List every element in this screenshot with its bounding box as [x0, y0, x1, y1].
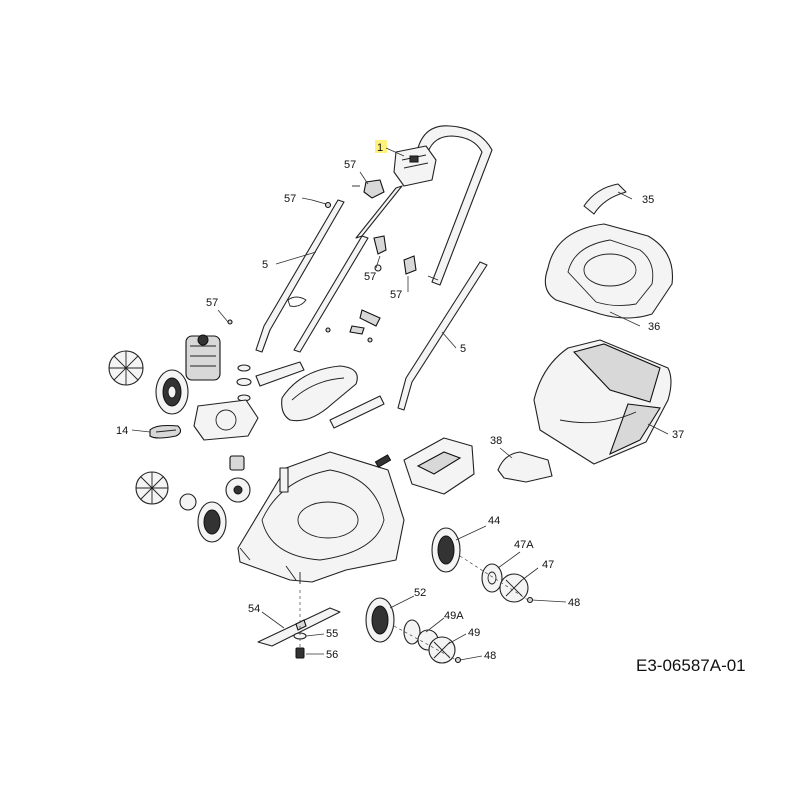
- label-part-57-clip: 57: [344, 159, 356, 171]
- grass-box-part-37: [533, 339, 672, 465]
- height-adjuster: [279, 454, 392, 493]
- rear-flap: [281, 365, 358, 422]
- label-part-44: 44: [488, 515, 500, 527]
- label-part-54: 54: [248, 603, 260, 615]
- label-part-52: 52: [414, 587, 426, 599]
- label-part-57-screw: 57: [206, 297, 218, 309]
- lower-handle-right-part-5: [397, 261, 488, 411]
- bolt-part-57-top: [311, 199, 332, 209]
- label-part-48-lower: 48: [484, 650, 496, 662]
- hubcap-part-47: [499, 573, 529, 603]
- label-part-5-left: 5: [262, 259, 268, 271]
- label-part-49: 49: [468, 627, 480, 639]
- cable-tie: [287, 296, 307, 307]
- screw-part-48-upper: [526, 596, 534, 604]
- hubcap-part-49: [428, 636, 456, 664]
- rear-wheel-lower: [197, 501, 227, 543]
- flap-hinge-right: [329, 395, 385, 429]
- label-part-35: 35: [642, 194, 654, 206]
- middle-handle-part: [293, 235, 369, 353]
- label-part-5-right: 5: [460, 343, 466, 355]
- lower-handle-left-part-5: [255, 199, 345, 353]
- label-part-57-clamp-right: 57: [390, 289, 402, 301]
- belt-part-14: [149, 424, 182, 439]
- small-clips: [227, 309, 381, 343]
- flap-hinge-left: [255, 361, 305, 387]
- motor: [185, 334, 221, 381]
- upper-handle: [417, 125, 493, 286]
- label-part-1: 1: [377, 142, 383, 154]
- grass-box-lid-part-36: [544, 223, 674, 319]
- label-part-55: 55: [326, 628, 338, 640]
- side-shute-part-38: [497, 451, 553, 483]
- drawing-code: E3-06587A-01: [636, 656, 746, 675]
- front-wheel-part-44: [431, 527, 461, 573]
- clamp-part-57-left: [373, 235, 387, 272]
- label-part-56: 56: [326, 649, 338, 661]
- label-part-48-upper: 48: [568, 597, 580, 609]
- motor-cover: [403, 437, 475, 495]
- hub-part-47a: [481, 563, 503, 593]
- label-part-38: 38: [490, 435, 502, 447]
- front-wheel-part-52: [365, 597, 395, 643]
- callout-labels: 1 57 57 35 5 57 57 36 57 5 37 14 38 44 4…: [116, 142, 684, 662]
- gearbox-plate: [193, 399, 259, 441]
- blade-part-54: [257, 607, 341, 647]
- label-part-47a: 47A: [514, 539, 534, 551]
- label-part-37: 37: [672, 429, 684, 441]
- screw-part-48-lower: [454, 656, 462, 664]
- clamp-part-57-right: [403, 255, 439, 281]
- rear-wheel-upper: [155, 369, 189, 415]
- mower-deck: [237, 451, 405, 584]
- pulley: [225, 455, 251, 503]
- label-part-57-clamp-left: 57: [364, 271, 376, 283]
- grass-box-handle-part-35: [583, 183, 627, 215]
- leader-lines: [131, 147, 669, 661]
- highlight-marker-part-1: [375, 140, 387, 153]
- label-part-47: 47: [542, 559, 554, 571]
- switch-box-part-1: [393, 145, 437, 187]
- label-part-14: 14: [116, 425, 128, 437]
- label-part-49a: 49A: [444, 610, 464, 622]
- label-part-36: 36: [648, 321, 660, 333]
- cable-clip-part-57: [352, 179, 385, 199]
- motor-bearings: [236, 364, 252, 402]
- bolt-part-56: [295, 647, 305, 659]
- rear-hubcap-upper: [108, 350, 144, 386]
- label-part-57-bolt: 57: [284, 193, 296, 205]
- rear-hubcap-lower: [135, 471, 197, 511]
